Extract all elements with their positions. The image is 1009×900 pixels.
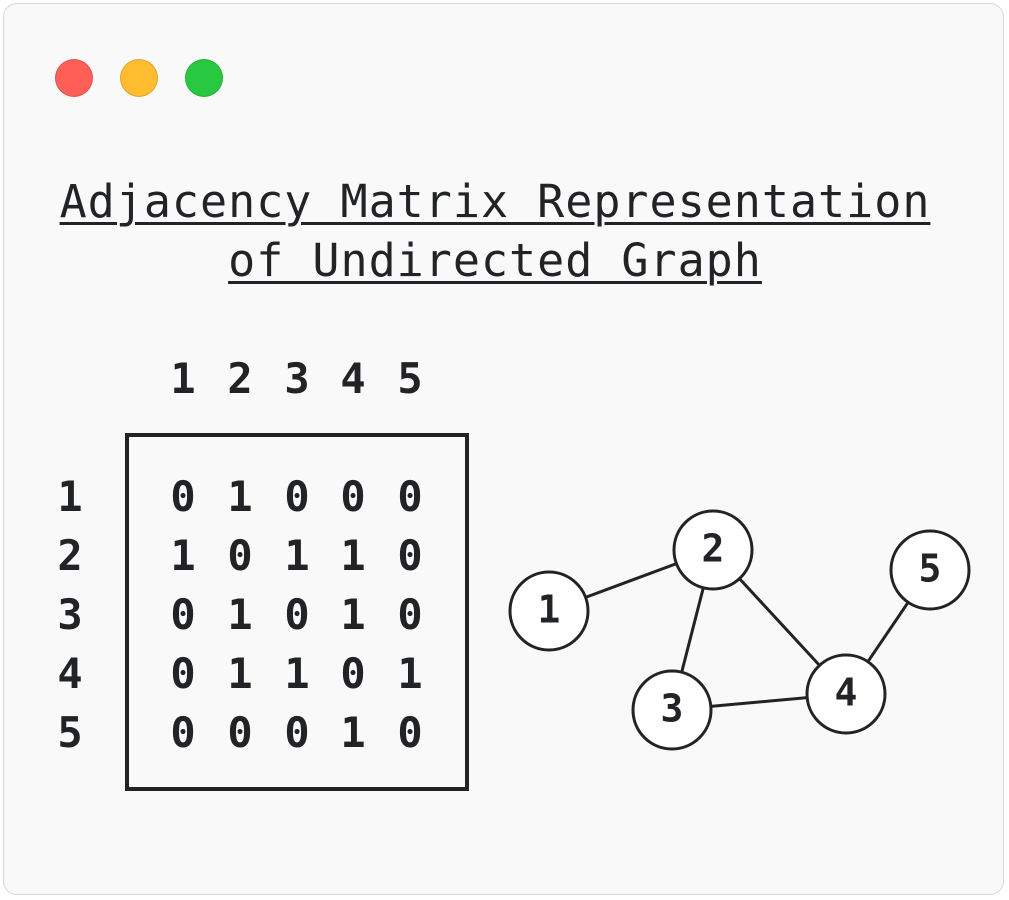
matrix-cell: 1 (227, 590, 253, 639)
matrix-cell: 1 (227, 472, 253, 521)
close-button[interactable] (55, 59, 93, 97)
matrix-cell: 0 (340, 649, 366, 698)
row-header: 1 (57, 472, 83, 521)
row-header: 3 (57, 590, 83, 639)
title-line-2: of Undirected Graph (228, 234, 762, 287)
row-header: 4 (57, 649, 83, 698)
matrix-cell: 0 (227, 531, 253, 580)
graph-node-1: 1 (508, 570, 590, 652)
graph-node-label: 2 (702, 527, 725, 571)
graph-node-circle (889, 529, 971, 611)
graph-node-label: 4 (835, 671, 858, 715)
matrix-cell: 1 (170, 531, 196, 580)
column-header: 2 (227, 354, 253, 403)
matrix-cell: 0 (397, 472, 423, 521)
matrix-cell: 1 (227, 649, 253, 698)
matrix-cell: 0 (284, 708, 310, 757)
matrix-cell: 1 (340, 531, 366, 580)
matrix-cell: 0 (170, 472, 196, 521)
row-header: 2 (57, 531, 83, 580)
column-header: 4 (340, 354, 366, 403)
graph-node-3: 3 (631, 669, 713, 751)
title-line-1: Adjacency Matrix Representation (59, 175, 931, 228)
graph-node-4: 4 (805, 653, 887, 735)
matrix-bracket (125, 433, 469, 791)
graph-node-5: 5 (889, 529, 971, 611)
graph-node-circle (508, 570, 590, 652)
graph-edge-2-4 (738, 577, 821, 667)
graph-node-label: 5 (919, 547, 942, 591)
graph-edge-2-3 (680, 587, 705, 673)
matrix-cell: 1 (397, 649, 423, 698)
matrix-cell: 0 (340, 472, 366, 521)
matrix-cell: 0 (284, 472, 310, 521)
graph-node-2: 2 (672, 509, 754, 591)
graph-node-circle (672, 509, 754, 591)
zoom-button[interactable] (185, 59, 223, 97)
column-header: 3 (284, 354, 310, 403)
matrix-cell: 0 (170, 649, 196, 698)
graph-node-circle (805, 653, 887, 735)
matrix-cell: 0 (227, 708, 253, 757)
matrix-cell: 1 (284, 531, 310, 580)
graph-edge-3-4 (710, 696, 808, 708)
matrix-cell: 0 (284, 590, 310, 639)
graph-node-circle (631, 669, 713, 751)
matrix-cell: 0 (397, 531, 423, 580)
diagram-title: Adjacency Matrix Representation of Undir… (0, 172, 990, 290)
graph-edge-4-5 (866, 601, 910, 663)
graph-node-label: 1 (538, 588, 561, 632)
matrix-cell: 1 (340, 708, 366, 757)
graph-node-label: 3 (661, 687, 684, 731)
matrix-cell: 0 (397, 708, 423, 757)
graph-edge-1-2 (585, 562, 677, 599)
column-header: 5 (397, 354, 423, 403)
matrix-cell: 0 (170, 708, 196, 757)
column-header: 1 (170, 354, 196, 403)
matrix-cell: 1 (340, 590, 366, 639)
matrix-cell: 0 (397, 590, 423, 639)
matrix-cell: 1 (284, 649, 310, 698)
window-frame (3, 3, 1004, 895)
matrix-cell: 0 (170, 590, 196, 639)
row-header: 5 (57, 708, 83, 757)
minimize-button[interactable] (120, 59, 158, 97)
